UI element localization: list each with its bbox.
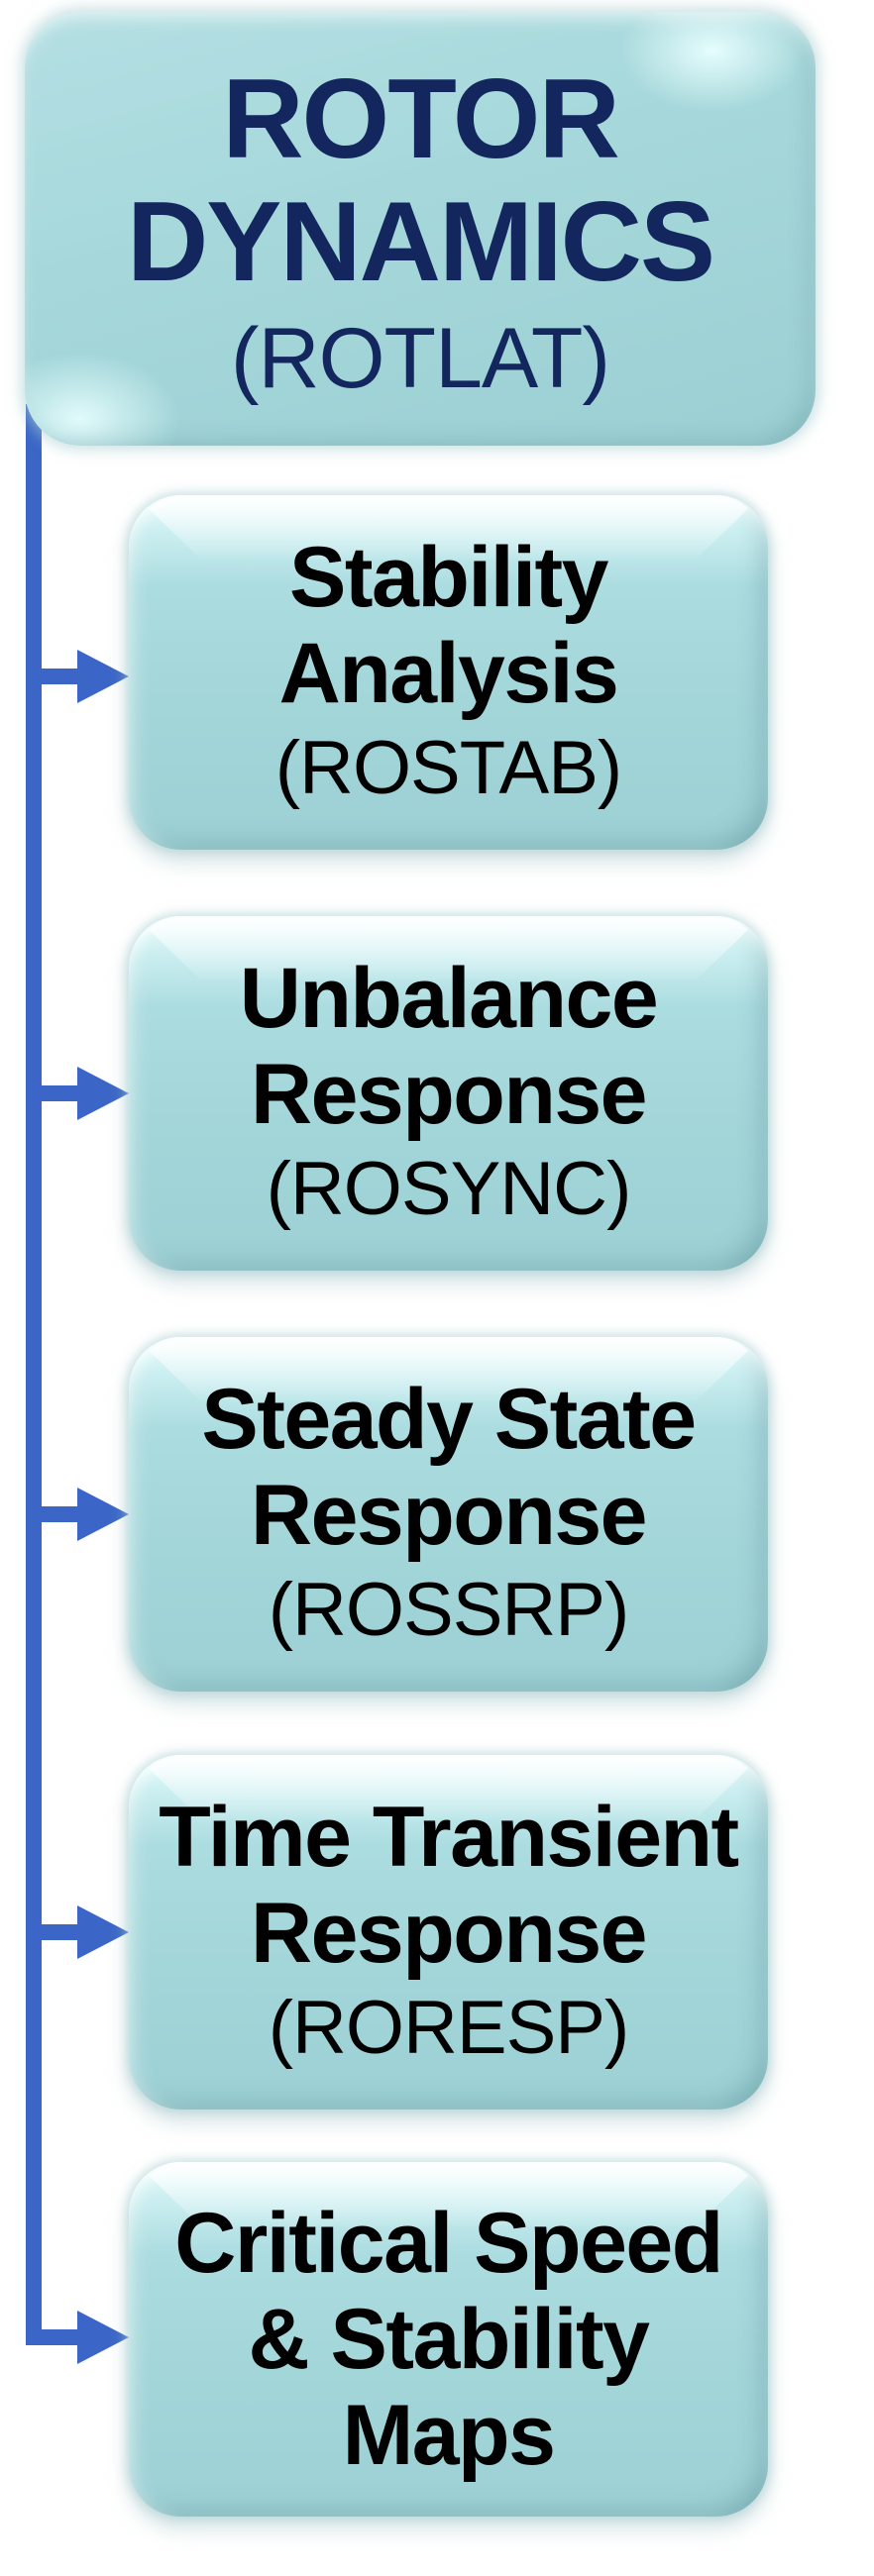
connector-branch	[42, 1506, 78, 1522]
connector-branch	[42, 1924, 78, 1940]
child-box-unbalance-response: Unbalance Response (ROSYNC)	[129, 916, 768, 1271]
connector-trunk	[26, 404, 42, 2345]
box-title-line: Response	[250, 1047, 648, 1142]
box-code-label: (RORESP)	[268, 1986, 630, 2070]
box-code-label: (ROSYNC)	[266, 1147, 632, 1231]
box-title-line: Unbalance	[239, 951, 659, 1046]
box-title-line: Response	[250, 1886, 648, 1981]
box-title-line: Critical Speed	[174, 2195, 723, 2291]
connector-branch	[42, 1085, 78, 1101]
root-box-rotor-dynamics: ROTOR DYNAMICS (ROTLAT)	[25, 12, 816, 446]
box-title-line: Response	[250, 1468, 648, 1563]
box-code-label: (ROSTAB)	[274, 726, 622, 810]
box-code-label: (ROSSRP)	[268, 1568, 630, 1652]
arrow-right-icon	[77, 650, 129, 703]
box-title-line: DYNAMICS	[126, 179, 715, 305]
arrow-right-icon	[77, 1067, 129, 1120]
box-title-line: Stability	[288, 530, 609, 625]
box-code-label: (ROTLAT)	[230, 311, 610, 406]
child-box-time-transient-response: Time Transient Response (RORESP)	[129, 1755, 768, 2110]
child-box-steady-state-response: Steady State Response (ROSSRP)	[129, 1337, 768, 1692]
connector-branch-elbow	[26, 2329, 78, 2345]
arrow-right-icon	[77, 2311, 129, 2364]
box-title-line: ROTOR	[222, 56, 620, 182]
box-title-line: Time Transient	[159, 1790, 739, 1885]
child-box-critical-speed-stability-maps: Critical Speed & Stability Maps	[129, 2162, 768, 2517]
box-title-line: Steady State	[201, 1372, 697, 1467]
box-title-line: & Stability	[248, 2291, 650, 2387]
arrow-right-icon	[77, 1488, 129, 1541]
child-box-stability-analysis: Stability Analysis (ROSTAB)	[129, 495, 768, 850]
box-title-line: Maps	[342, 2387, 556, 2483]
connector-branch	[42, 669, 78, 684]
arrow-right-icon	[77, 1906, 129, 1959]
box-title-line: Analysis	[278, 626, 619, 721]
